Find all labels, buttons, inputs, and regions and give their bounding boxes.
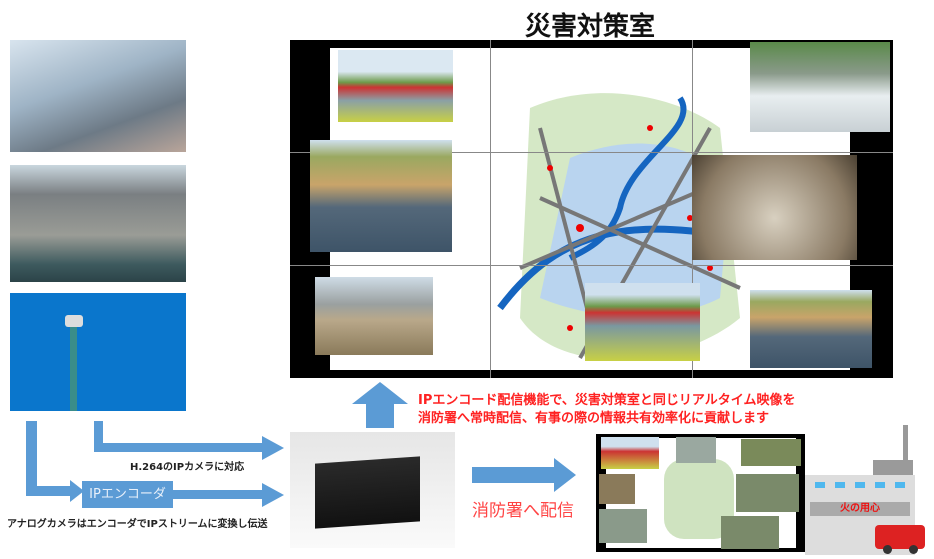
wall-photo-4 xyxy=(692,155,857,260)
wall-photo-3 xyxy=(310,140,452,252)
camera-photo-bridge xyxy=(10,40,186,152)
decoder-device-photo xyxy=(290,432,455,548)
ip-camera-label: H.264のIPカメラに対応 xyxy=(130,462,245,473)
camera-photo-pole xyxy=(10,293,186,411)
river-map xyxy=(497,93,741,360)
message-line-1: IPエンコード配信機能で、災害対策室と同じリアルタイム映像を xyxy=(418,393,796,408)
fire-station-illustration: 火の用心 xyxy=(805,420,934,559)
up-arrow xyxy=(352,382,408,428)
wall-photo-2 xyxy=(750,42,890,132)
station-sign: 火の用心 xyxy=(810,502,910,516)
camera-photo-river-wall xyxy=(10,165,186,282)
deliver-label: 消防署へ配信 xyxy=(472,501,574,521)
wall-photo-6 xyxy=(585,283,700,361)
wall-photo-5 xyxy=(315,277,433,355)
video-wall xyxy=(290,40,893,378)
fire-station-video-wall xyxy=(596,434,805,552)
ip-encoder-box: IPエンコーダ xyxy=(82,481,173,508)
ip-camera-arrow xyxy=(262,436,284,460)
wall-photo-1 xyxy=(338,50,453,122)
analog-label: アナログカメラはエンコーダでIPストリームに変換し伝送 xyxy=(7,519,268,530)
deliver-arrow xyxy=(472,458,576,492)
wall-photo-7 xyxy=(750,290,872,368)
encoder-arrow xyxy=(262,483,284,507)
message-line-2: 消防署へ常時配信、有事の際の情報共有効率化に貢献します xyxy=(418,411,770,426)
page-title: 災害対策室 xyxy=(524,12,655,42)
fire-truck xyxy=(875,525,925,549)
